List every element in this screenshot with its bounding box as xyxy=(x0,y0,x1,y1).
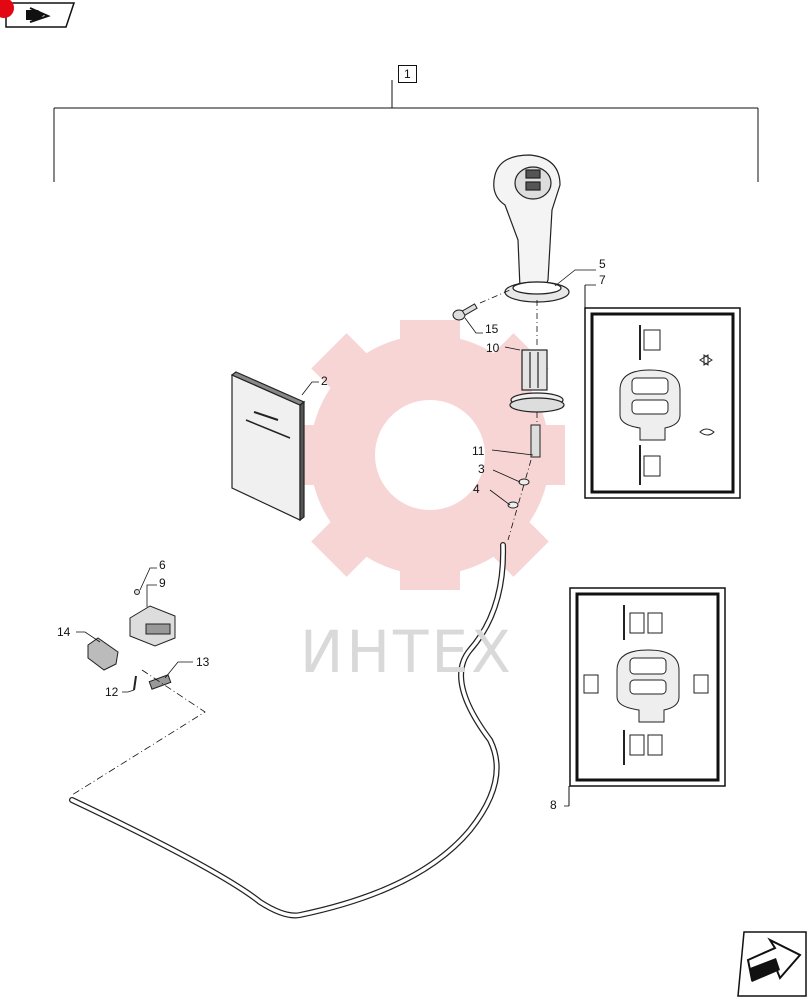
seal-plug xyxy=(148,674,172,690)
seal-pin xyxy=(134,589,140,595)
callout-6: 6 xyxy=(159,558,166,572)
connector-housing xyxy=(129,605,176,647)
watermark-text: ИНТЕХ xyxy=(300,618,514,686)
callout-13: 13 xyxy=(196,655,210,669)
callout-15: 15 xyxy=(485,322,499,336)
washer xyxy=(518,478,530,486)
callout-14: 14 xyxy=(57,625,71,639)
decal-iso-pattern xyxy=(569,587,726,787)
terminal-pin xyxy=(133,675,137,691)
operator-manual xyxy=(230,371,306,522)
page-marker xyxy=(0,0,14,18)
callout-11: 11 xyxy=(472,444,485,458)
callout-2: 2 xyxy=(321,374,328,388)
callout-7: 7 xyxy=(599,273,606,287)
joystick-base xyxy=(509,349,565,413)
group-bracket xyxy=(53,80,759,182)
callout-8: 8 xyxy=(550,798,557,812)
terminal-block xyxy=(87,637,119,671)
previous-page-icon xyxy=(26,7,51,23)
cable-end xyxy=(530,424,541,458)
joystick-handle xyxy=(493,154,570,303)
callout-12: 12 xyxy=(105,685,119,699)
callout-10: 10 xyxy=(486,341,500,355)
next-page-icon[interactable] xyxy=(737,931,807,997)
callout-5: 5 xyxy=(599,257,606,271)
leader-lines xyxy=(76,269,596,807)
callout-1: 1 xyxy=(398,65,417,83)
decal-control-pattern xyxy=(584,307,741,499)
screw xyxy=(452,303,478,321)
previous-page-button[interactable] xyxy=(4,2,76,28)
callout-4: 4 xyxy=(473,482,480,496)
callout-3: 3 xyxy=(478,462,485,476)
callout-9: 9 xyxy=(159,576,166,590)
nut xyxy=(507,501,519,509)
